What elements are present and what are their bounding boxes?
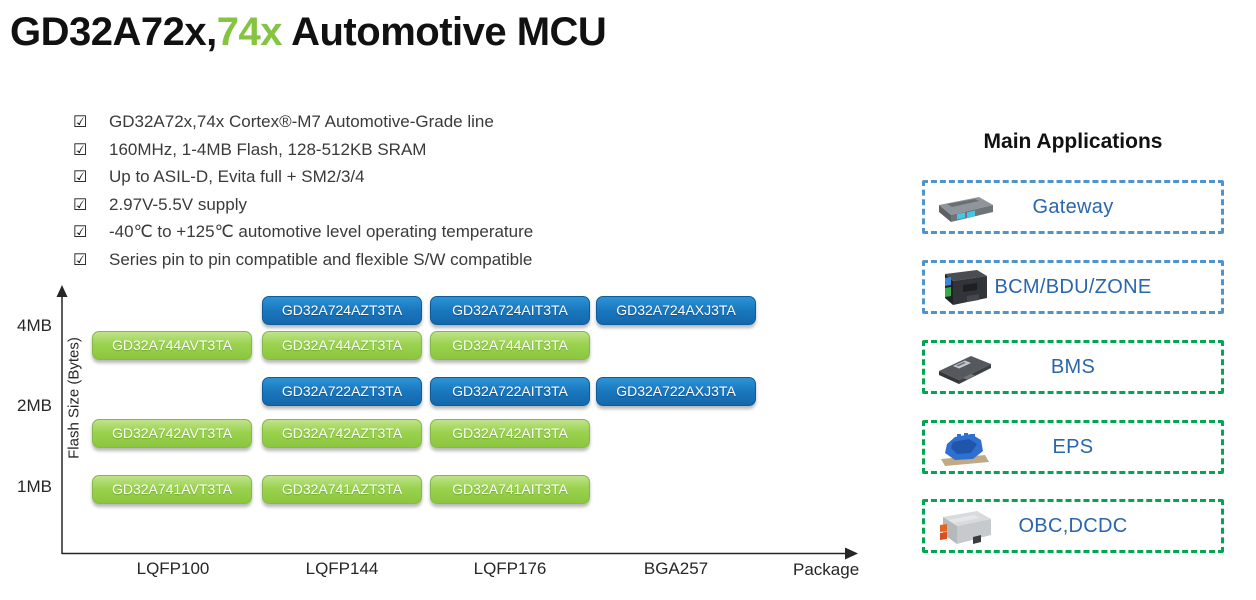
checked-checkbox-icon: ☑ — [73, 114, 88, 131]
part-box-GD32A722AIT3TA: GD32A722AIT3TA — [430, 377, 590, 406]
title-part2-accent: 74x — [216, 10, 283, 54]
part-box-GD32A741AZT3TA: GD32A741AZT3TA — [262, 475, 422, 504]
part-box-GD32A742AVT3TA: GD32A742AVT3TA — [92, 419, 252, 448]
checked-checkbox-icon: ☑ — [73, 224, 88, 242]
applications-title: Main Applications — [983, 130, 1163, 153]
y-tick-2MB: 2MB — [17, 396, 52, 415]
y-axis-label: Flash Size (Bytes) — [65, 337, 83, 459]
feature-item: ☑ 160MHz, 1-4MB Flash, 128-512KB SRAM — [73, 136, 533, 164]
bms-module-icon — [939, 356, 991, 384]
flash-vs-package-chart: Flash Size (Bytes) Package 4MB 2MB 1MB LQF… — [17, 285, 860, 579]
part-box-GD32A741AIT3TA: GD32A741AIT3TA — [430, 475, 590, 504]
part-box-GD32A722AXJ3TA: GD32A722AXJ3TA — [596, 377, 756, 406]
feature-text: Series pin to pin compatible and flexibl… — [109, 249, 533, 269]
part-box-GD32A724AZT3TA: GD32A724AZT3TA — [262, 296, 422, 325]
app-label-gateway: Gateway — [1032, 195, 1114, 218]
app-label-bcm-bdu-zone: BCM/BDU/ZONE — [994, 275, 1152, 298]
feature-item: ☑ 2.97V-5.5V supply — [73, 191, 533, 219]
app-box-gateway: Gateway — [922, 180, 1224, 234]
x-tick-BGA257: BGA257 — [643, 559, 709, 578]
app-label-eps: EPS — [1052, 435, 1094, 458]
feature-text: GD32A72x,74x Cortex®-M7 Automotive-Grade… — [109, 112, 494, 131]
obc-module-icon — [940, 511, 991, 544]
x-tick-LQFP176: LQFP176 — [473, 559, 547, 578]
part-box-GD32A744AVT3TA: GD32A744AVT3TA — [92, 331, 252, 360]
feature-item: ☑ -40℃ to +125℃ automotive level operatin… — [73, 218, 533, 246]
app-box-bms: BMS — [922, 340, 1224, 394]
part-box-GD32A722AZT3TA: GD32A722AZT3TA — [262, 377, 422, 406]
x-tick-LQFP144: LQFP144 — [305, 559, 379, 578]
part-box-GD32A741AVT3TA: GD32A741AVT3TA — [92, 475, 252, 504]
x-tick-LQFP100: LQFP100 — [136, 559, 210, 578]
title-part3: Automotive MCU — [281, 10, 607, 54]
x-axis-arrow-icon — [845, 547, 858, 560]
part-box-GD32A742AZT3TA: GD32A742AZT3TA — [262, 419, 422, 448]
feature-list: ☑ GD32A72x,74x Cortex®-M7 Automotive-Grad… — [73, 108, 533, 274]
checked-checkbox-icon: ☑ — [73, 196, 88, 214]
part-box-GD32A744AZT3TA: GD32A744AZT3TA — [262, 331, 422, 360]
app-box-bcm-bdu-zone: BCM/BDU/ZONE — [922, 260, 1224, 314]
feature-item: ☑ GD32A72x,74x Cortex®-M7 Automotive-Grad… — [73, 108, 533, 136]
part-box-GD32A744AIT3TA: GD32A744AIT3TA — [430, 331, 590, 360]
feature-text: -40℃ to +125℃ automotive level operating… — [109, 222, 534, 242]
y-axis-arrow-icon — [56, 285, 68, 297]
checked-checkbox-icon: ☑ — [73, 141, 88, 159]
app-box-eps: EPS — [922, 420, 1224, 474]
x-axis-label: Package — [793, 560, 860, 579]
bcm-module-icon — [945, 270, 987, 305]
feature-item: ☑ Up to ASIL-D, Evita full + SM2/3/4 — [73, 163, 533, 191]
page-title: GD32A72x,74x Automotive MCU — [10, 10, 607, 55]
part-box-GD32A742AIT3TA: GD32A742AIT3TA — [430, 419, 590, 448]
part-box-GD32A724AXJ3TA: GD32A724AXJ3TA — [596, 296, 756, 325]
title-part1: GD32A72x, — [10, 10, 217, 54]
eps-module-icon — [941, 433, 989, 466]
part-box-GD32A724AIT3TA: GD32A724AIT3TA — [430, 296, 590, 325]
feature-text: 2.97V-5.5V supply — [109, 194, 247, 214]
y-tick-1MB: 1MB — [17, 477, 52, 496]
feature-item: ☑ Series pin to pin compatible and flexib… — [73, 246, 533, 274]
app-box-obc-dcdc: OBC,DCDC — [922, 499, 1224, 553]
app-label-obc-dcdc: OBC,DCDC — [1018, 514, 1128, 537]
y-tick-4MB: 4MB — [17, 316, 52, 335]
checked-checkbox-icon: ☑ — [73, 169, 88, 187]
gateway-module-icon — [939, 197, 993, 222]
feature-text: Up to ASIL-D, Evita full + SM2/3/4 — [109, 167, 365, 187]
feature-text: 160MHz, 1-4MB Flash, 128-512KB SRAM — [109, 139, 427, 159]
app-label-bms: BMS — [1050, 355, 1096, 378]
checked-checkbox-icon: ☑ — [73, 251, 88, 269]
